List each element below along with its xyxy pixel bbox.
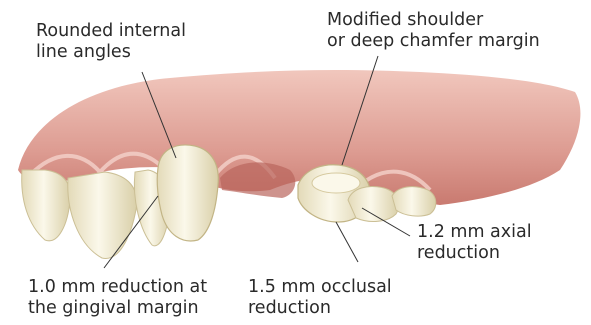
label-line: 1.0 mm reduction at bbox=[28, 277, 207, 298]
tooth-left-2 bbox=[68, 172, 137, 258]
label-line: 1.2 mm axial bbox=[417, 222, 532, 243]
label-line: reduction bbox=[417, 243, 532, 264]
tooth-posterior-2 bbox=[392, 187, 436, 216]
tooth-left-1 bbox=[22, 170, 71, 241]
leader-occlusal-reduction bbox=[336, 222, 358, 262]
label-axial-reduction: 1.2 mm axial reduction bbox=[417, 222, 532, 264]
label-rounded-internal-line-angles: Rounded internal line angles bbox=[36, 21, 186, 63]
abutment-occlusal-surface bbox=[312, 173, 360, 193]
label-line: 1.5 mm occlusal bbox=[248, 277, 392, 298]
label-line: or deep chamfer margin bbox=[327, 31, 540, 52]
prepared-abutment-anterior bbox=[157, 145, 218, 241]
label-line: reduction bbox=[248, 298, 392, 319]
label-line: Rounded internal bbox=[36, 21, 186, 42]
label-line: Modified shoulder bbox=[327, 10, 540, 31]
label-line: the gingival margin bbox=[28, 298, 207, 319]
label-shoulder-margin: Modified shoulder or deep chamfer margin bbox=[327, 10, 540, 52]
label-occlusal-reduction: 1.5 mm occlusal reduction bbox=[248, 277, 392, 319]
tooth-posterior-1 bbox=[348, 187, 399, 222]
label-line: line angles bbox=[36, 42, 186, 63]
label-gingival-reduction: 1.0 mm reduction at the gingival margin bbox=[28, 277, 207, 319]
